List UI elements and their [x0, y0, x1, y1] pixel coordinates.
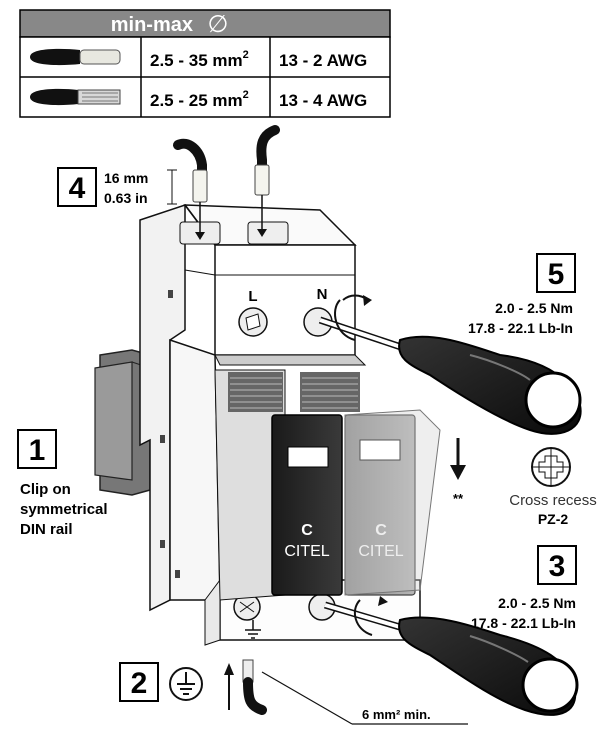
ground-wire: 6 mm² min. [242, 659, 468, 725]
table-header: min-max [111, 14, 193, 36]
step-5-torque-lbin: 17.8 - 22.1 Lb-In [468, 320, 573, 336]
step-4-number: 4 [69, 172, 86, 205]
table-header-bg [19, 9, 391, 38]
remove-arrow: ** [450, 438, 466, 506]
row2-awg: 13 - 4 AWG [279, 91, 367, 110]
row2-metric: 2.5 - 25 mm2 [150, 89, 249, 110]
module1-logo: C [301, 522, 313, 539]
strip-length-mm: 16 mm [104, 170, 148, 186]
step-3: 3 2.0 - 2.5 Nm 17.8 - 22.1 Lb-In [471, 545, 577, 631]
terminal-n-label: N [317, 286, 328, 303]
step-3-number: 3 [549, 550, 566, 583]
step-5: 5 2.0 - 2.5 Nm 17.8 - 22.1 Lb-In [468, 253, 576, 336]
row1-metric: 2.5 - 35 mm2 [150, 49, 249, 70]
row1-awg: 13 - 2 AWG [279, 51, 367, 70]
step-2: 2 [119, 662, 234, 710]
step-2-number: 2 [131, 667, 148, 700]
top-wires [173, 125, 280, 240]
cross-recess: Cross recess PZ-2 [509, 447, 597, 527]
flexible-cable-icon [30, 48, 121, 66]
ground-wire-label: 6 mm² min. [362, 707, 431, 722]
step-1: 1 Clip on symmetrical DIN rail [17, 429, 108, 538]
module2-brand: CITEL [358, 543, 403, 560]
step-1-line3: DIN rail [20, 521, 73, 538]
step-3-torque-lbin: 17.8 - 22.1 Lb-In [471, 615, 576, 631]
note-mark: ** [453, 491, 464, 506]
step-4: 4 16 mm 0.63 in [57, 167, 177, 207]
screwdriver-lower-icon [324, 596, 579, 716]
din-rail [94, 349, 151, 496]
step-1-number: 1 [29, 434, 46, 467]
surge-protector-body: L N [139, 203, 421, 646]
step-5-torque-nm: 2.0 - 2.5 Nm [495, 300, 573, 316]
diameter-symbol: ∅ [208, 11, 229, 38]
step-3-torque-nm: 2.0 - 2.5 Nm [498, 595, 576, 611]
module-transparent: C CITEL [300, 372, 441, 596]
module2-logo: C [375, 522, 387, 539]
module-black: C CITEL [214, 369, 343, 601]
cross-recess-type: PZ-2 [538, 511, 569, 527]
cross-recess-label: Cross recess [509, 492, 597, 509]
screwdriver-upper-icon [318, 294, 582, 435]
module1-brand: CITEL [284, 543, 329, 560]
step-5-number: 5 [548, 258, 565, 291]
stranded-cable-icon [30, 88, 121, 106]
wire-spec-table: min-max ∅ 2.5 - 35 mm2 13 - 2 AWG 2.5 - … [19, 9, 391, 118]
strip-length-in: 0.63 in [104, 190, 148, 206]
step-1-line1: Clip on [20, 481, 71, 498]
earth-ground-icon [169, 667, 203, 701]
terminal-l-label: L [248, 288, 257, 305]
step-1-line2: symmetrical [20, 501, 108, 518]
